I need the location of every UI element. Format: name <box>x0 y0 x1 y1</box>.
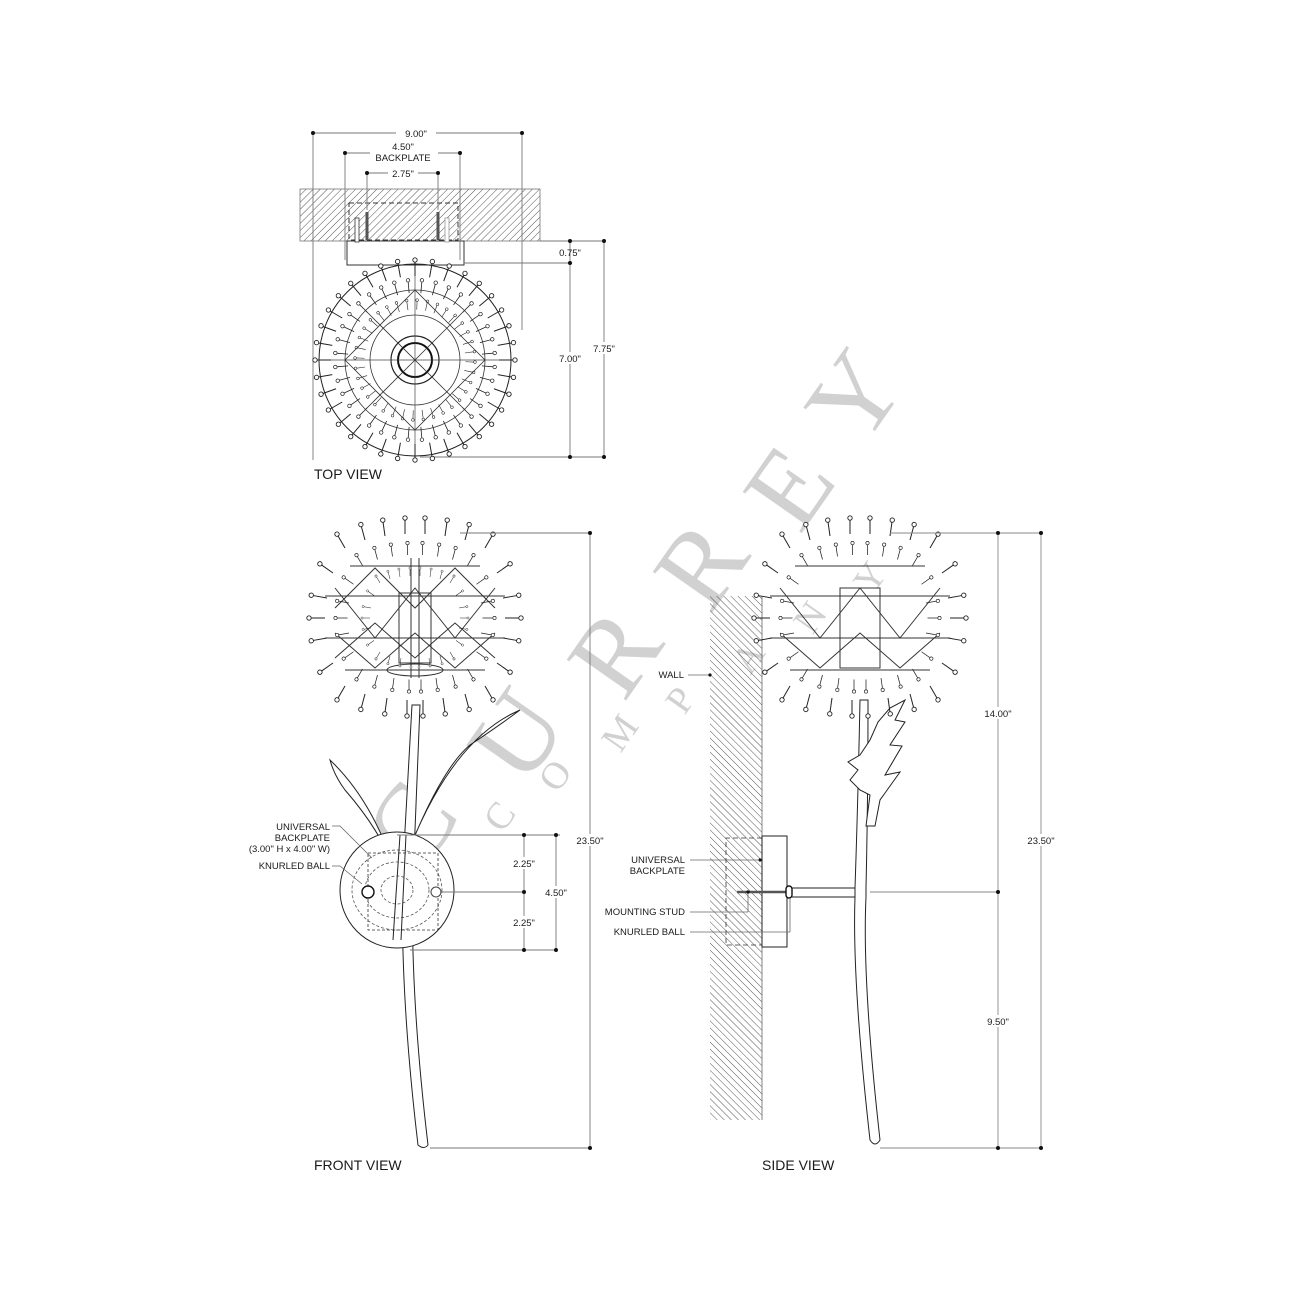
dim-backplate-height: 4.50" <box>545 888 567 899</box>
dim-shade-depth: 7.00" <box>559 354 581 365</box>
dim-overall-width: 9.00" <box>405 129 427 140</box>
dim-side-overall-height: 23.50" <box>1027 836 1054 847</box>
shade-side-view <box>752 516 968 718</box>
callout-side-backplate-line2: BACKPLATE <box>630 866 685 877</box>
callout-backplate-line2: BACKPLATE <box>275 833 330 844</box>
knurled-ball-side <box>785 885 793 899</box>
side-view-title: SIDE VIEW <box>762 1157 835 1173</box>
leaf-right <box>404 709 521 861</box>
watermark: C U R R E Y C O M P A N Y <box>340 329 927 890</box>
callout-backplate-size: (3.00" H x 4.00" W) <box>249 844 330 855</box>
svg-text:Y: Y <box>845 555 895 602</box>
wall-section-side <box>710 596 762 1120</box>
svg-text:C: C <box>475 794 524 839</box>
callout-knurled-ball-side: KNURLED BALL <box>614 927 685 938</box>
wall-section <box>299 188 541 242</box>
shade-top-view <box>312 257 518 463</box>
top-view-title: TOP VIEW <box>314 466 383 482</box>
front-view-title: FRONT VIEW <box>314 1157 402 1173</box>
backplate-label: BACKPLATE <box>375 153 430 164</box>
callout-side-backplate-line1: UNIVERSAL <box>631 855 685 866</box>
callout-backplate-line1: UNIVERSAL <box>276 822 330 833</box>
dim-backplate-width: 4.50" <box>392 142 414 153</box>
dim-upper-half: 2.25" <box>513 859 535 870</box>
top-view: 9.00" 4.50" BACKPLATE 2.75" 0.75" 7.00" … <box>299 127 618 482</box>
callout-knurled-ball-front: KNURLED BALL <box>259 861 330 872</box>
svg-text:N: N <box>785 595 835 642</box>
backplate <box>346 240 465 266</box>
svg-text:Y: Y <box>781 329 927 464</box>
stem-side <box>854 699 881 1145</box>
svg-text:E: E <box>720 424 858 549</box>
side-view: WALL UNIVERSAL BACKPLATE MOUNTING STUD K… <box>605 516 1056 1173</box>
dim-lower-half: 2.25" <box>513 918 535 929</box>
dim-overall-depth: 7.75" <box>593 344 615 355</box>
svg-text:P: P <box>657 680 704 721</box>
callout-mounting-stud: MOUNTING STUD <box>605 907 685 918</box>
dim-center-to-bottom: 9.50" <box>987 1017 1009 1028</box>
leaf-side <box>847 698 907 827</box>
callout-wall: WALL <box>658 670 684 681</box>
front-view: 23.50" 2.25" 4.50" 2.25" UNIVERSAL BACKP… <box>249 515 605 1173</box>
dim-backplate-depth: 0.75" <box>559 248 581 259</box>
backplate-front <box>339 831 455 949</box>
dim-stud-spacing: 2.75" <box>392 169 414 180</box>
dim-front-overall-height: 23.50" <box>576 836 603 847</box>
shade-front-view <box>306 515 524 719</box>
dim-top-to-center: 14.00" <box>984 709 1011 720</box>
